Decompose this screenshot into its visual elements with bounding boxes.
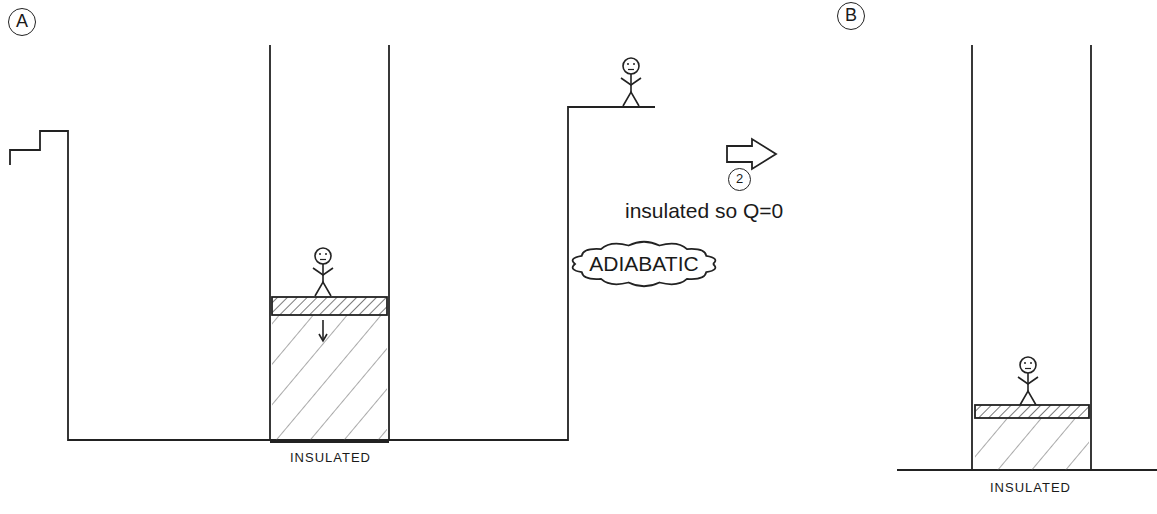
insulation-label: INSULATED [990,481,1071,495]
piston [975,405,1089,418]
cylinder-base [270,441,389,443]
cloud-outline [573,242,716,287]
gas-region [272,315,387,440]
circled-letter: B [837,2,865,30]
cloud-bubble: ADIABATIC [569,239,719,289]
cylinder-wall [1090,45,1092,470]
circled-letter: A [8,8,36,36]
stick-person [621,58,641,106]
cylinder-wall [971,45,973,470]
ground-line [10,107,655,440]
stick-person [1018,357,1038,405]
insulation-label: INSULATED [290,451,371,465]
piston [272,297,387,315]
panel-letter: B [845,6,857,26]
panel-letter: 2 [736,172,743,186]
down-arrow [319,320,327,341]
panel-letter: A [16,12,28,32]
gas-region [975,418,1089,470]
stick-person [313,248,333,296]
circled-letter: 2 [728,168,751,191]
cylinder-wall [269,45,271,441]
callout-text: ADIABATIC [589,252,698,275]
note-text: insulated so Q=0 [625,199,783,222]
cylinder-wall [388,45,390,441]
process-arrow [727,139,776,169]
